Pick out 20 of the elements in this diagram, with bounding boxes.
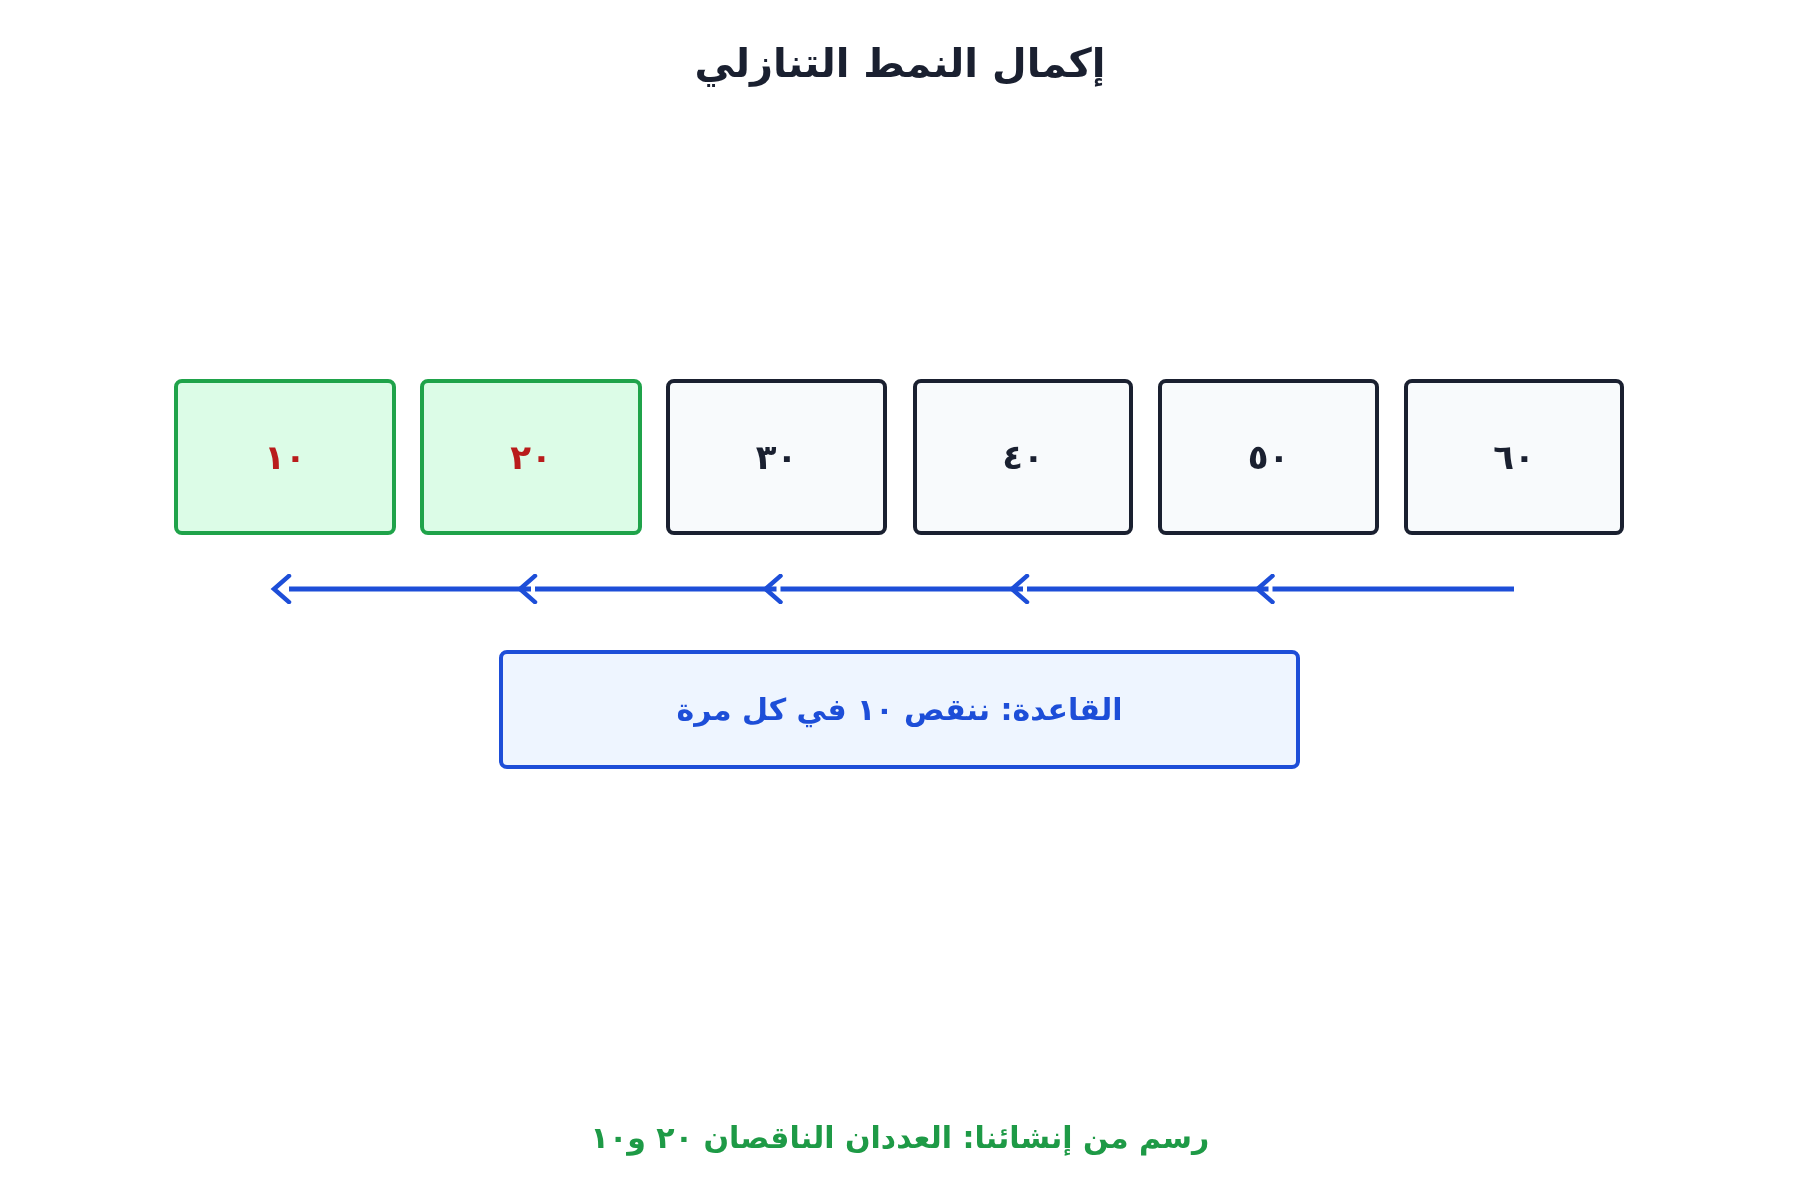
answer-box <box>420 379 642 535</box>
number-box <box>1404 379 1624 535</box>
arrow <box>1009 573 1269 605</box>
arrow <box>1255 573 1514 605</box>
answer-box <box>174 379 396 535</box>
number-box <box>1158 379 1379 535</box>
number: ٥٠ <box>1247 437 1290 477</box>
number: ٢٠ <box>510 437 552 477</box>
number: ٤٠ <box>1002 437 1044 477</box>
number: ٦٠ <box>1493 437 1535 477</box>
rule-text: القاعدة: ننقص ١٠ في كل مرة <box>676 692 1123 727</box>
number: ١٠ <box>264 437 306 477</box>
arrow <box>517 573 777 605</box>
caption: رسم من إنشائنا: العددان الناقصان ٢٠ و١٠ <box>589 1120 1211 1155</box>
arrow <box>271 573 531 605</box>
title: إكمال النمط التنازلي <box>693 40 1107 86</box>
number-box <box>913 379 1133 535</box>
arrow <box>763 573 1023 605</box>
number: ٣٠ <box>755 437 798 477</box>
number-box <box>666 379 887 535</box>
